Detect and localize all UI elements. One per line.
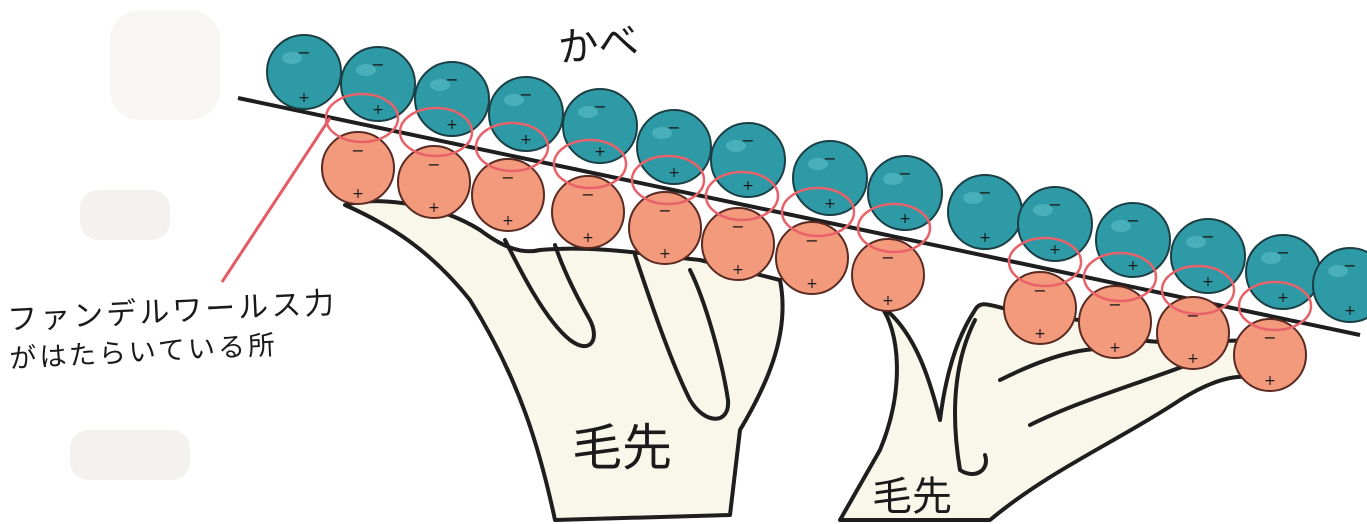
wall-molecule: −+ [267, 35, 341, 109]
svg-text:+: + [372, 102, 384, 118]
wall-molecule: −+ [637, 110, 711, 184]
svg-text:+: + [668, 165, 680, 181]
svg-text:+: + [1127, 258, 1139, 274]
svg-text:−: − [1276, 243, 1289, 262]
svg-text:+: + [1049, 242, 1061, 258]
svg-text:+: + [882, 293, 894, 309]
svg-text:−: − [823, 149, 836, 168]
wall-molecule: −+ [868, 156, 942, 230]
svg-text:−: − [1343, 256, 1356, 275]
svg-text:+: + [899, 211, 911, 227]
svg-text:+: + [1264, 373, 1276, 389]
annotation-line-1: ファンデルワールス力 [7, 286, 338, 338]
svg-text:+: + [352, 186, 364, 202]
wall-molecule: −+ [489, 77, 563, 151]
svg-text:+: + [428, 200, 440, 216]
svg-text:+: + [582, 230, 594, 246]
tip-molecule: −+ [1157, 297, 1229, 369]
bleed-through-marks [70, 10, 220, 480]
svg-text:−: − [519, 85, 532, 104]
svg-text:−: − [593, 97, 606, 116]
wall-molecule: −+ [1313, 248, 1367, 322]
svg-text:−: − [1201, 227, 1214, 246]
svg-text:−: − [741, 131, 754, 150]
svg-text:−: − [297, 43, 310, 62]
svg-text:−: − [371, 55, 384, 74]
svg-text:+: + [806, 276, 818, 292]
wall-molecule: −+ [793, 141, 867, 215]
tip-label-small: 毛先 [872, 474, 952, 520]
svg-text:+: + [979, 230, 991, 246]
wall-molecule: −+ [341, 47, 415, 121]
annotation-line-2: がはたらいている所 [9, 330, 279, 375]
svg-text:+: + [732, 262, 744, 278]
svg-text:+: + [1277, 290, 1289, 306]
wall-molecule: −+ [415, 62, 489, 136]
svg-text:+: + [742, 178, 754, 194]
tip-label-large: 毛先 [572, 419, 672, 477]
wall-label: かべ [556, 18, 640, 72]
svg-text:−: − [978, 183, 991, 202]
svg-text:−: − [445, 70, 458, 89]
wall-molecule: −+ [1018, 187, 1092, 261]
wall-molecule: −+ [948, 175, 1022, 249]
annotation-pointer-line [222, 118, 330, 282]
svg-text:−: − [1048, 195, 1061, 214]
svg-text:+: + [659, 246, 671, 262]
wall-molecule: −+ [1096, 203, 1170, 277]
svg-text:−: − [1108, 295, 1121, 314]
svg-text:−: − [898, 164, 911, 183]
svg-text:+: + [1344, 303, 1356, 319]
svg-text:+: + [446, 117, 458, 133]
svg-text:+: + [1109, 340, 1121, 356]
svg-text:−: − [1033, 281, 1046, 300]
wall-molecule: −+ [563, 89, 637, 163]
svg-text:−: − [667, 118, 680, 137]
svg-text:+: + [298, 90, 310, 106]
svg-text:−: − [351, 141, 364, 160]
svg-text:+: + [1187, 351, 1199, 367]
svg-text:−: − [427, 155, 440, 174]
svg-text:+: + [520, 132, 532, 148]
svg-text:−: − [1126, 211, 1139, 230]
svg-text:−: − [1186, 306, 1199, 325]
svg-text:+: + [824, 196, 836, 212]
tip-molecule: −+ [852, 239, 924, 311]
svg-text:+: + [1034, 326, 1046, 342]
svg-text:+: + [502, 213, 514, 229]
svg-text:+: + [594, 144, 606, 160]
wall-molecule: −+ [1171, 219, 1245, 293]
svg-text:+: + [1202, 274, 1214, 290]
